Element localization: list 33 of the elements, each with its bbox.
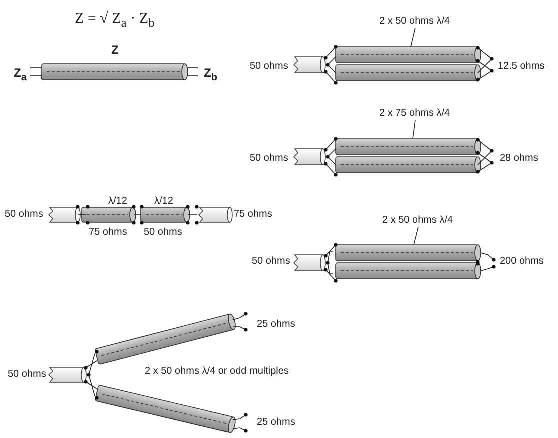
impedance-label: 28 ohms — [500, 153, 538, 165]
impedance-label: 75 ohms — [234, 209, 272, 221]
coax-cable — [336, 156, 482, 174]
impedance-label: 50 ohms — [252, 256, 290, 268]
leader-line — [410, 28, 416, 48]
impedance-label: 12.5 ohms — [498, 61, 545, 73]
impedance-label: 50 ohms — [8, 369, 46, 381]
impedance-label: 50 ohms — [5, 209, 44, 221]
impedance-label: 75 ohms — [89, 227, 128, 239]
cable-spec-label: 2 x 50 ohms λ/4 — [382, 215, 454, 227]
impedance-label: 50 ohms — [250, 61, 288, 73]
impedance-label: Z — [112, 44, 119, 56]
wavelength-label: λ/12 — [154, 196, 174, 208]
coax-cable — [336, 244, 482, 262]
leader-line — [412, 120, 416, 140]
coax-cable — [42, 64, 188, 80]
impedance-label: 200 ohms — [500, 256, 544, 268]
cable-spec-label: 2 x 75 ohms λ/4 — [380, 108, 450, 120]
coax-cable — [336, 64, 482, 82]
coax-cable — [336, 138, 482, 156]
leader-line — [414, 226, 419, 246]
coax-cable — [336, 46, 482, 64]
cable-spec-label: 2 x 50 ohms λ/4 — [380, 16, 450, 28]
wavelength-label: λ/12 — [108, 196, 128, 208]
coax-cable — [336, 262, 482, 280]
cable-spec-label: 2 x 50 ohms λ/4 or odd multiples — [145, 366, 289, 378]
impedance-label: Z$_{b}$ — [204, 67, 218, 84]
impedance-label: 25 ohms — [257, 319, 296, 331]
impedance-label: 50 ohms — [144, 227, 182, 239]
impedance-label: Z$_{a}$ — [14, 67, 27, 84]
formula: Z = √ Z$_{a}$ · Z$_{b}$ — [75, 10, 155, 32]
impedance-label: 25 ohms — [257, 417, 296, 429]
impedance-label: 50 ohms — [250, 153, 288, 165]
